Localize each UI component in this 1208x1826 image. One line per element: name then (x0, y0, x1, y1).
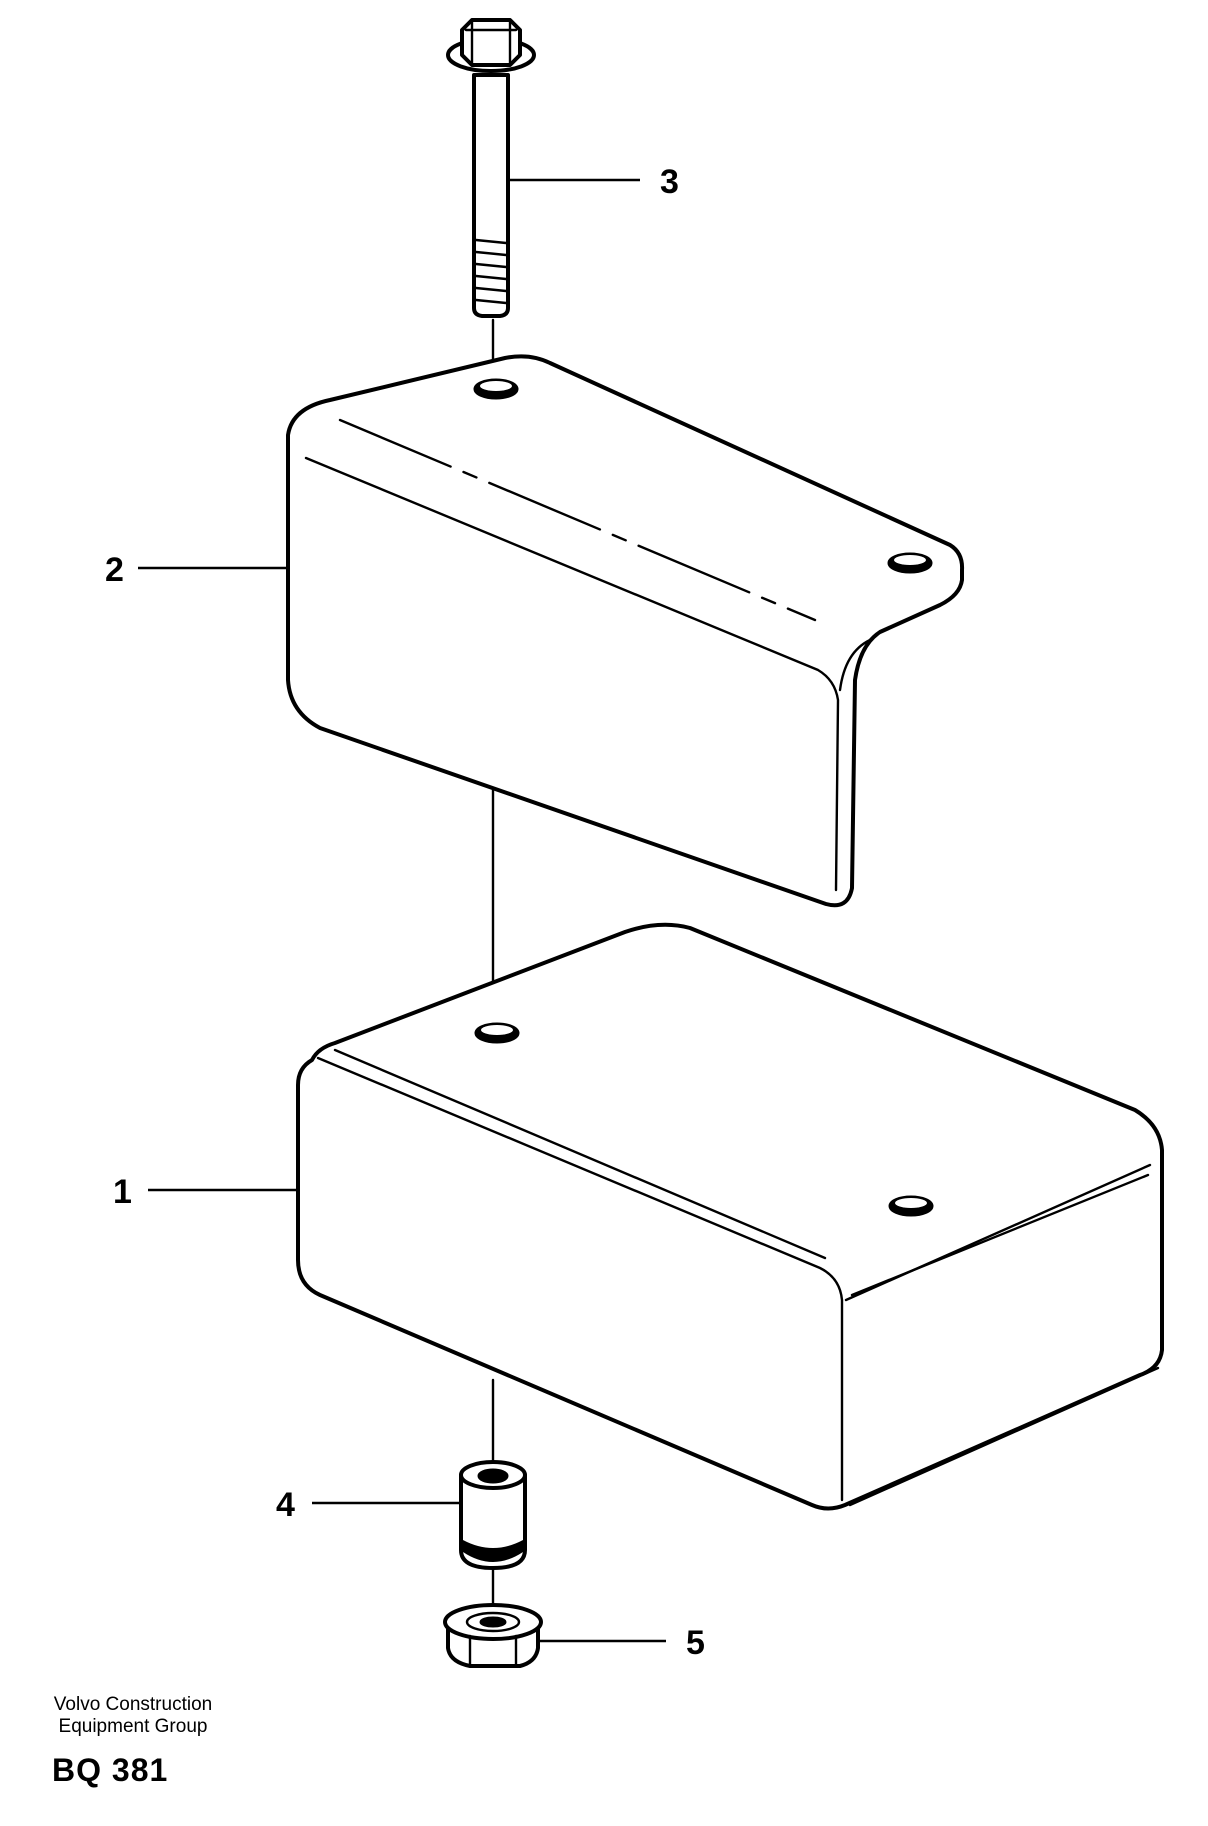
part-4-spacer (459, 1460, 527, 1570)
callout-1-label: 1 (113, 1173, 132, 1211)
callout-5-label: 5 (686, 1624, 705, 1662)
publisher-footer: Volvo Construction Equipment Group BQ 38… (18, 1694, 248, 1789)
drawing-code: BQ 381 (52, 1752, 169, 1788)
callout-2-label: 2 (105, 551, 124, 589)
box-side-hole (888, 1195, 934, 1217)
part-3-bolt (446, 18, 536, 318)
callout-1: 1 (113, 1173, 298, 1211)
company-name-line2: Equipment Group (58, 1716, 208, 1737)
callout-3-label: 3 (660, 163, 679, 201)
part-2-bracket (286, 354, 965, 908)
callout-4-label: 4 (276, 1486, 295, 1524)
callout-5: 5 (536, 1624, 705, 1662)
bracket-hole-right (887, 552, 933, 574)
part-5-nut (443, 1603, 543, 1668)
callout-3: 3 (510, 163, 679, 201)
company-name-line1: Volvo Construction (53, 1694, 213, 1715)
callout-2: 2 (105, 551, 288, 589)
bracket-hole-left (473, 378, 519, 400)
callout-4: 4 (276, 1486, 461, 1524)
part-1-box (296, 922, 1164, 1511)
box-top-hole (474, 1022, 520, 1044)
